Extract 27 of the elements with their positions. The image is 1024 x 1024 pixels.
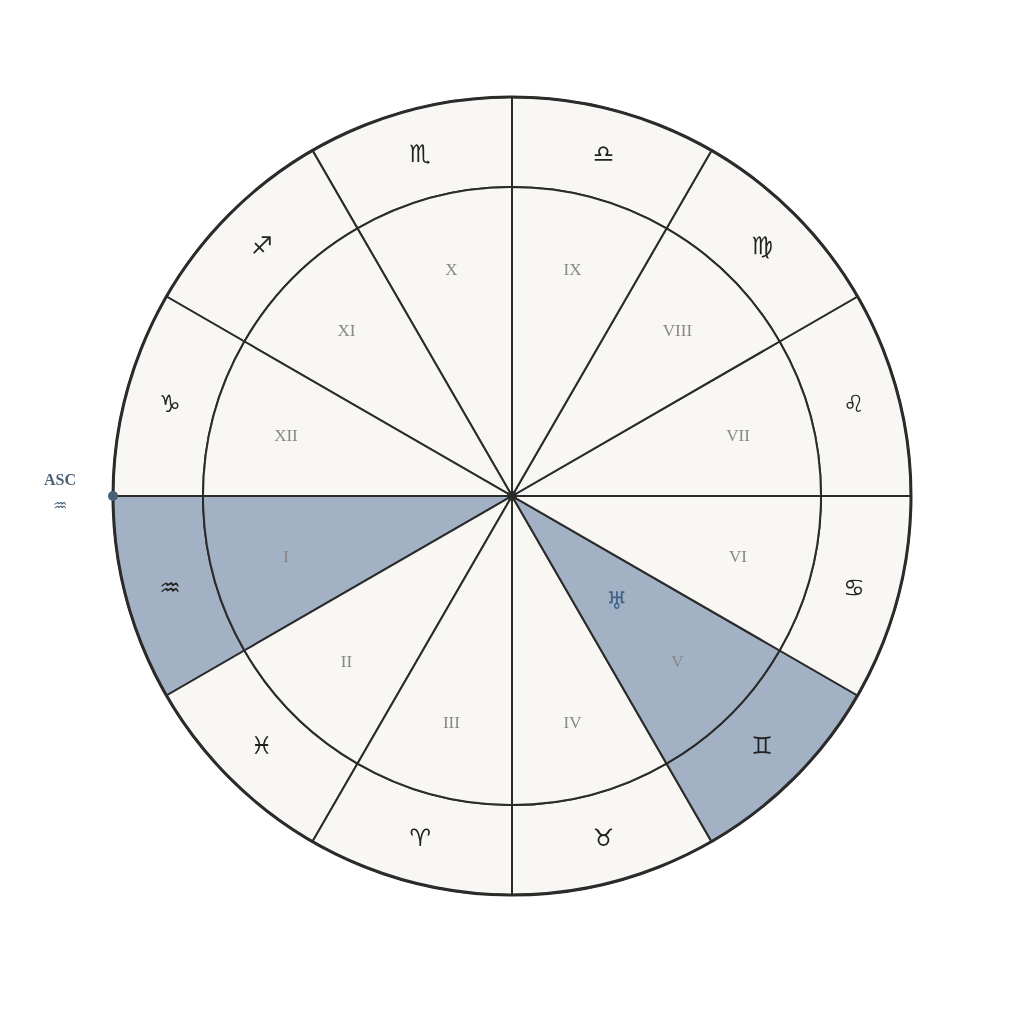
house-number: XI — [337, 321, 356, 341]
house-number: VII — [726, 425, 750, 445]
ascendant-sign: ♒ — [53, 498, 68, 514]
house-number: X — [445, 260, 458, 280]
zodiac-sign: ♓ — [250, 732, 273, 761]
zodiac-sign: ♏ — [409, 140, 432, 169]
zodiac-sign: ♐ — [250, 231, 273, 260]
house-number: VI — [729, 547, 747, 567]
zodiac-sign: ♍ — [751, 231, 774, 260]
zodiac-sign: ♎ — [592, 140, 615, 169]
house-number: I — [283, 547, 289, 567]
zodiac-sign: ♊ — [751, 732, 774, 761]
zodiac-sign: ♌ — [843, 390, 865, 419]
zodiac-sign: ♉ — [592, 823, 615, 852]
house-number: V — [671, 651, 684, 671]
house-number: III — [442, 712, 460, 732]
ascendant-label: ASC — [44, 472, 76, 488]
planet-symbol: ♅ — [605, 586, 628, 615]
house-number: VIII — [662, 321, 693, 341]
house-number: IX — [563, 260, 582, 280]
zodiac-sign: ♈ — [409, 823, 432, 852]
zodiac-sign: ♒ — [159, 573, 181, 602]
zodiac-sign: ♋ — [843, 573, 865, 602]
house-number: IV — [563, 712, 582, 732]
house-number: II — [340, 651, 353, 671]
zodiac-sign: ♑ — [159, 390, 181, 419]
house-number: XII — [274, 425, 298, 445]
